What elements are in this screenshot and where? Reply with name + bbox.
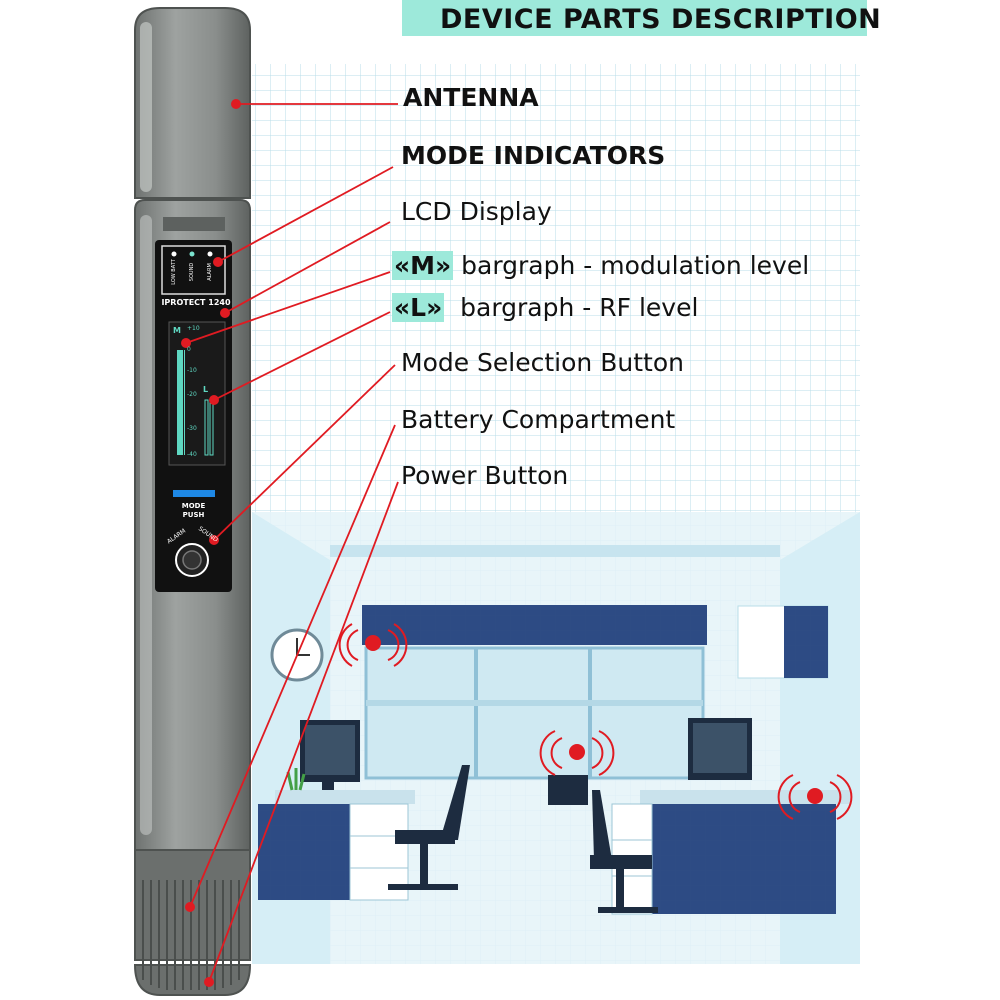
l-letter: L	[203, 385, 209, 394]
sound-label: SOUND	[189, 262, 195, 282]
label-antenna: ANTENNA	[403, 83, 539, 112]
scale-minus40: -40	[187, 451, 197, 458]
low-batt-label: LOW BATT	[171, 259, 177, 285]
l-bargraph	[204, 399, 209, 456]
l-key: «L»	[392, 293, 445, 322]
pointer-lines	[185, 103, 399, 983]
pointer-dots	[181, 99, 241, 987]
label-l-bargraph: «L» bargraph - RF level	[392, 293, 698, 323]
bug-signal-2	[539, 730, 615, 776]
label-m-bargraph: «M» bargraph - modulation level	[392, 251, 809, 281]
push-label: PUSH	[182, 511, 205, 519]
l-description: bargraph - RF level	[444, 293, 699, 322]
label-mode-button: Mode Selection Button	[401, 348, 684, 377]
alarm-led	[207, 251, 213, 257]
page-title: DEVICE PARTS DESCRIPTION	[440, 4, 882, 35]
label-power: Power Button	[401, 461, 569, 490]
scale-minus30: -30	[187, 425, 197, 432]
scale-minus20: -20	[187, 391, 197, 398]
bug-signal-3	[777, 774, 853, 820]
mode-indicator-box	[161, 245, 226, 295]
title-highlight	[402, 0, 867, 36]
mode-label: MODE	[181, 502, 206, 510]
model-label: IPROTECT 1240	[161, 298, 231, 307]
label-battery: Battery Compartment	[401, 405, 676, 434]
scale-plus10: +10	[187, 325, 200, 332]
bug-signal-1	[338, 623, 408, 667]
label-mode-indicators: MODE INDICATORS	[401, 141, 666, 170]
indicator-labels: LOW BATT SOUND ALARM	[165, 259, 225, 291]
m-key: «M»	[392, 251, 454, 280]
scale-0: 0	[187, 346, 191, 353]
low-batt-led	[171, 251, 177, 257]
office-room	[252, 512, 860, 964]
alarm-label: ALARM	[207, 263, 213, 281]
scale-minus10: -10	[187, 367, 197, 374]
sound-led	[189, 251, 195, 257]
mode-bar	[173, 490, 215, 497]
m-description: bargraph - modulation level	[453, 251, 810, 280]
m-bargraph	[177, 350, 183, 455]
label-lcd-display: LCD Display	[401, 197, 552, 226]
m-letter: M	[173, 326, 181, 335]
